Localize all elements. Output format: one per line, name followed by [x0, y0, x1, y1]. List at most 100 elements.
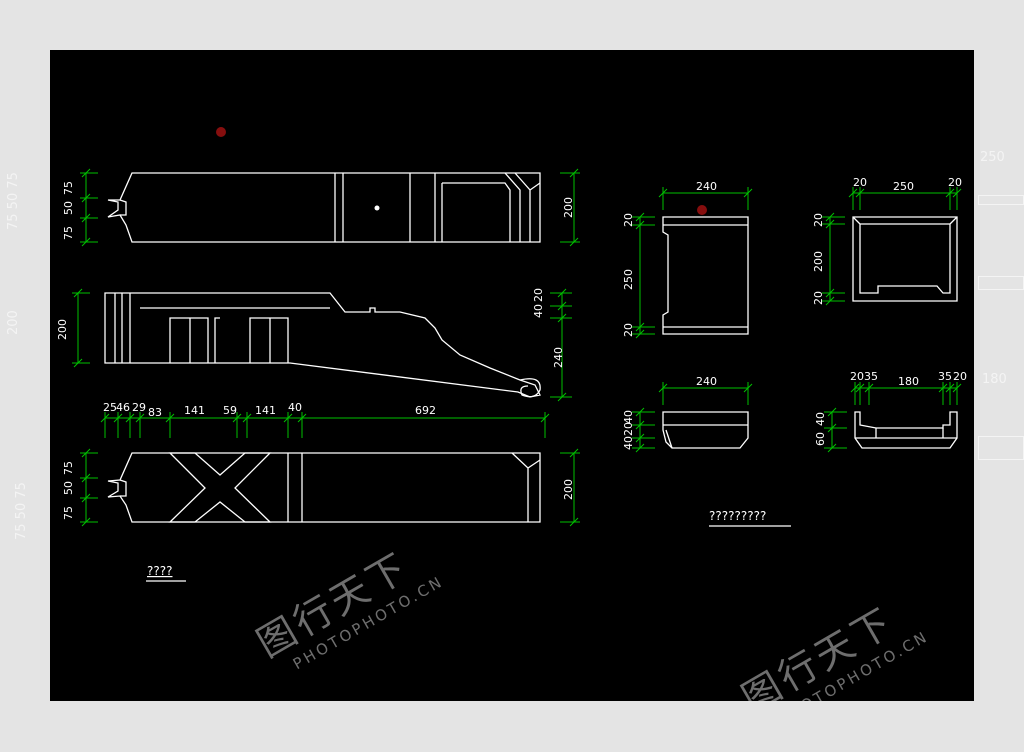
block-d-w4: 35: [938, 370, 952, 383]
outside-label-stack-2: 75 50 75: [14, 482, 29, 540]
outside-frame-line: [978, 436, 1024, 460]
outside-label-right-mid: 180: [982, 372, 1007, 387]
block-c-width: 240: [696, 375, 717, 388]
block-c-inner: [663, 424, 748, 449]
block-d-width-ticks: [850, 383, 962, 393]
block-b-height-dim: [822, 216, 845, 302]
length-dim-83: 83: [148, 406, 162, 419]
block-b-width-ticks: [848, 188, 962, 198]
outside-label-stack: 75 50 75: [6, 172, 21, 230]
block-b-w3: 20: [948, 176, 962, 189]
outside-label-mid: 200: [6, 310, 21, 335]
block-a-outline: [662, 216, 749, 335]
block-a: 240 20 250 20: [622, 180, 753, 339]
block-d-height-dim: [824, 411, 847, 449]
block-d-w2: 35: [864, 370, 878, 383]
length-dim-25: 25: [103, 401, 117, 414]
block-a-h3: 20: [622, 323, 635, 337]
block-d-width-dim: [854, 382, 958, 405]
side-view-right-dim: [550, 292, 572, 398]
length-dim-141a: 141: [184, 404, 205, 417]
bottom-view-dim-1: 75: [62, 461, 75, 475]
top-view-center-mark: [374, 205, 380, 211]
block-d-h1: 40: [814, 412, 827, 426]
top-view-dim-1: 75: [62, 181, 75, 195]
block-d-w1: 20: [850, 370, 864, 383]
block-a-width: 240: [696, 180, 717, 193]
bottom-view-right-dim: [560, 448, 580, 527]
block-b-width-dim: [852, 187, 958, 210]
block-d-outline: [854, 411, 958, 449]
top-view-right-dim: [560, 168, 580, 247]
top-view-dim-3: 75: [62, 226, 75, 240]
cad-drawing: .o { fill: none; stroke: #ffffff; stroke…: [56, 127, 967, 582]
block-b-outline: [852, 216, 958, 302]
side-view-right-ticks: [557, 288, 567, 402]
block-a-inner: [663, 224, 748, 328]
block-b-inner: [852, 216, 958, 294]
block-c-h3: 40: [622, 436, 635, 450]
length-dim-141b: 141: [255, 404, 276, 417]
side-view-dim-20: 20: [532, 288, 545, 302]
block-a-h2: 250: [622, 269, 635, 290]
block-d-w3: 180: [898, 375, 919, 388]
block-c-height-dim: [632, 411, 655, 449]
drawing-canvas: .o { fill: none; stroke: #ffffff; stroke…: [50, 50, 974, 701]
block-b: 20 250 20 20 200 20: [812, 176, 962, 306]
block-b-w1: 20: [853, 176, 867, 189]
block-d-w5: 20: [953, 370, 967, 383]
bottom-view-outline: [107, 452, 541, 523]
bottom-view-notch: [119, 479, 127, 497]
block-c-outline: [662, 411, 749, 449]
block-b-h1: 20: [812, 213, 825, 227]
top-view-ticks: [81, 168, 91, 247]
red-mark: [697, 205, 707, 215]
side-view-slot-line: [140, 307, 330, 363]
block-d: 20 35 180 35 20 40 60: [814, 370, 967, 453]
length-dim-ticks: [100, 413, 550, 423]
block-b-w2: 250: [893, 180, 914, 193]
length-dimension-chain: 25 46 29 83 141 59 141 40 692: [100, 401, 550, 438]
length-dim-40: 40: [288, 401, 302, 414]
block-c-h1: 40: [622, 410, 635, 424]
bottom-view-x-cutout: [168, 452, 272, 523]
block-d-h2: 60: [814, 432, 827, 446]
block-a-width-dim: [658, 187, 753, 210]
side-view-scroll: [519, 378, 541, 398]
side-view-height-dim: 200: [56, 319, 69, 340]
right-caption: ?????????: [709, 509, 766, 523]
top-view: 75 50 75 200: [62, 168, 580, 247]
top-view-left-dim: [80, 172, 98, 243]
bottom-view: 75 50 75 200: [62, 448, 580, 527]
outside-frame-line: [978, 276, 1024, 290]
block-a-h1: 20: [622, 213, 635, 227]
block-c-height-ticks: [635, 407, 645, 453]
top-view-dim-2: 50: [62, 201, 75, 215]
top-view-end-block: [434, 173, 511, 242]
bottom-view-dim-2: 50: [62, 481, 75, 495]
top-view-height-dim: 200: [562, 197, 575, 218]
red-mark: [216, 127, 226, 137]
top-view-outline: [107, 172, 541, 243]
block-b-height-ticks: [825, 212, 835, 306]
length-dim-46: 46: [116, 401, 130, 414]
block-c-width-dim: [658, 382, 753, 405]
side-view-grooves: [114, 293, 131, 363]
side-view-slot: [169, 317, 289, 363]
bottom-view-tip: [511, 452, 541, 522]
left-caption: ????: [147, 564, 172, 578]
block-d-height-ticks: [827, 407, 837, 453]
bottom-view-height-dim: 200: [562, 479, 575, 500]
block-c: 240 40 20 40: [622, 375, 753, 453]
block-b-h2: 200: [812, 251, 825, 272]
block-d-inner: [855, 428, 957, 439]
side-view-dim-40: 40: [532, 304, 545, 318]
bottom-view-ticks: [81, 448, 91, 527]
bottom-view-dim-3: 75: [62, 506, 75, 520]
top-view-notch: [119, 199, 127, 216]
block-c-h2: 20: [622, 422, 635, 436]
side-view-left-dim: [72, 288, 90, 368]
side-view: 200 40 20 240: [56, 288, 572, 402]
side-view-dim-240: 240: [552, 347, 565, 368]
outside-label-right-top: 250: [980, 150, 1005, 165]
